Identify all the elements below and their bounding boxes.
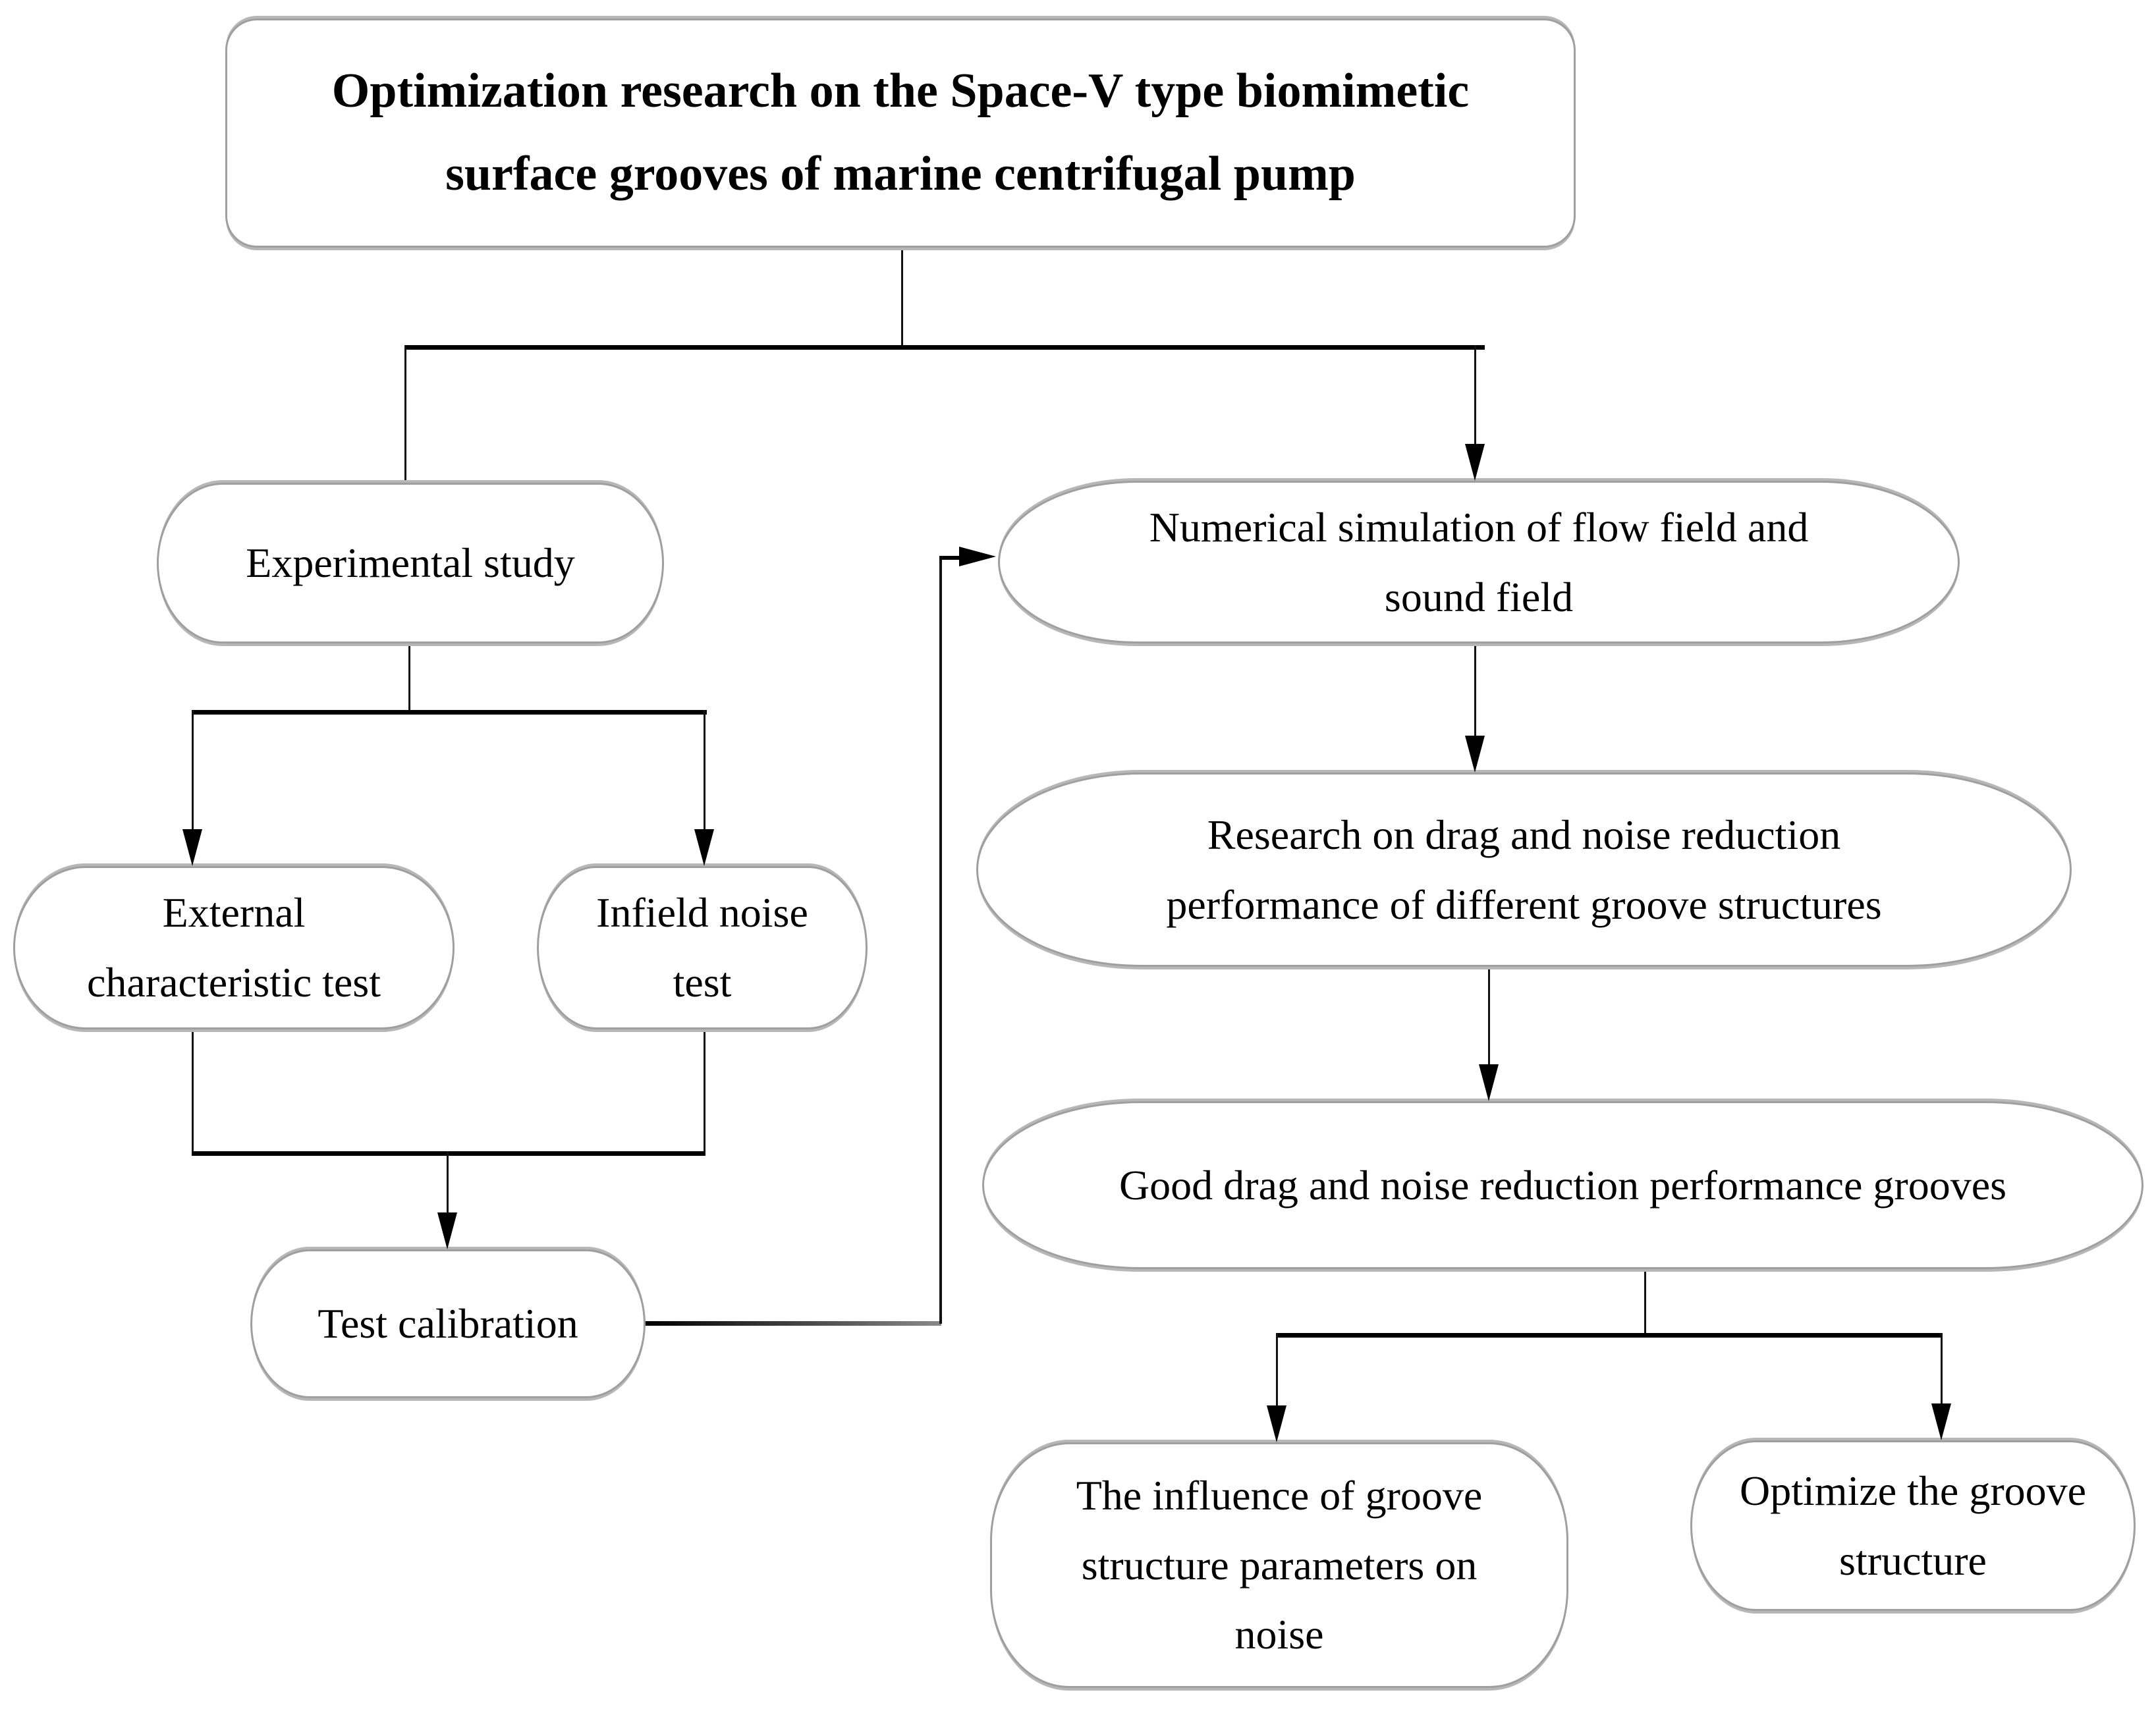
arrowhead-into-influence: [1267, 1405, 1286, 1442]
connector-to-influence: [1276, 1333, 1278, 1407]
connector-top-split-bar: [404, 345, 1485, 350]
node-influence-parameters-noise: The influence of groove structure parame…: [990, 1442, 1568, 1688]
node-title: Optimization research on the Space-V typ…: [225, 18, 1576, 248]
node-research-drag-noise: Research on drag and noise reduction per…: [976, 773, 2072, 967]
arrowhead-into-testcal: [437, 1212, 457, 1249]
node-external-characteristic-test: External characteristic test: [13, 866, 455, 1029]
connector-to-infield: [704, 710, 705, 831]
arrowhead-into-research: [1465, 736, 1485, 773]
node-infield-noise-test: Infield noise test: [537, 866, 868, 1029]
arrowhead-into-numerical-top: [1465, 444, 1485, 481]
connector-split-to-numerical: [1474, 345, 1476, 445]
connector-merge-bar: [192, 1151, 705, 1156]
connector-experimental-down: [408, 642, 410, 715]
arrowhead-into-external: [182, 829, 202, 866]
arrowhead-into-numerical-left: [959, 547, 996, 566]
arrowhead-into-infield: [694, 829, 714, 866]
connector-title-down: [901, 246, 903, 349]
connector-feedback-up: [939, 557, 942, 1324]
node-optimize-groove-structure: Optimize the groove structure: [1690, 1440, 2136, 1611]
connector-infield-down: [704, 1027, 705, 1153]
connector-feedback-right: [939, 556, 960, 560]
node-experimental-study: Experimental study: [157, 483, 664, 643]
connector-to-optimize: [1941, 1333, 1943, 1403]
connector-merge-to-testcal: [447, 1151, 449, 1214]
node-test-calibration: Test calibration: [250, 1249, 646, 1398]
connector-research-to-good: [1488, 965, 1490, 1066]
node-good-performance-grooves: Good drag and noise reduction performanc…: [982, 1101, 2143, 1269]
connector-testcal-right: [644, 1321, 941, 1326]
connector-test-split-bar: [192, 710, 707, 715]
node-numerical-simulation: Numerical simulation of flow field and s…: [998, 481, 1960, 643]
connector-good-down: [1644, 1268, 1646, 1337]
connector-numerical-to-research: [1474, 642, 1476, 738]
arrowhead-into-good: [1479, 1064, 1499, 1101]
connector-outcome-split-bar: [1276, 1333, 1943, 1338]
connector-to-external: [192, 710, 194, 831]
arrowhead-into-optimize: [1931, 1403, 1951, 1440]
connector-external-down: [192, 1028, 194, 1153]
connector-split-to-experimental: [404, 345, 406, 485]
